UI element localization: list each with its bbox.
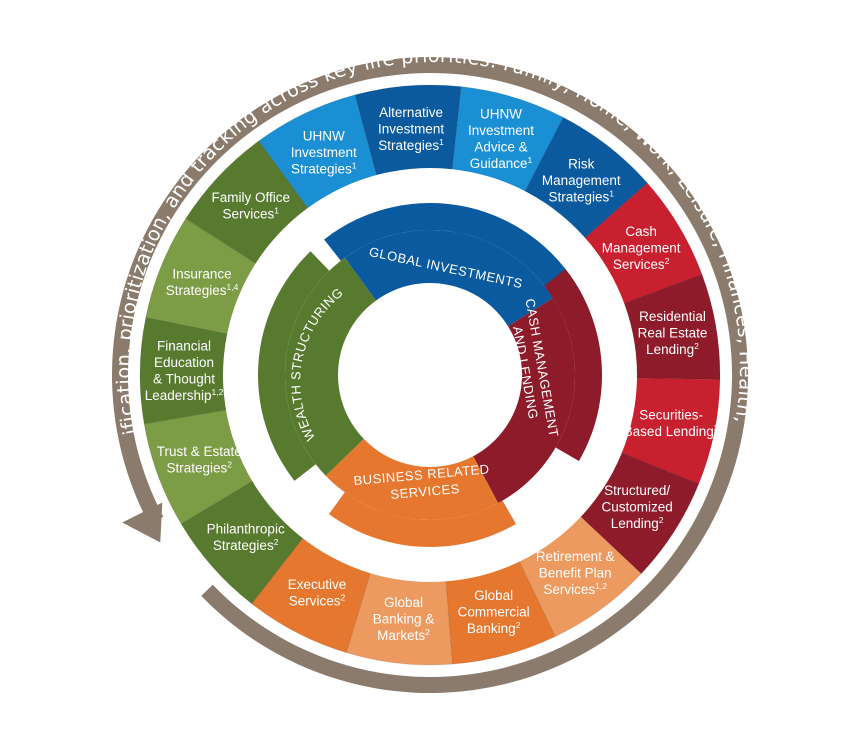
segment-label-line: Financial [157, 338, 211, 353]
center-circle [342, 287, 518, 463]
inner-tab-global-investments [324, 203, 585, 312]
segment-label-line: Insurance [172, 266, 231, 281]
segment-footnote: 3 [714, 423, 719, 433]
segment-label-line: Management [542, 173, 621, 188]
segment-footnote: 2 [694, 341, 699, 351]
segment-label-line: Risk [568, 156, 594, 171]
segment-label-line: Real Estate [638, 326, 708, 341]
outer-arc-arrowhead [122, 502, 163, 543]
segment-footnote: 1 [609, 188, 614, 198]
segment-label-line: Based Lending [624, 424, 714, 439]
segment-label-line: Services [543, 582, 595, 597]
segment-label-line: Strategies [166, 283, 227, 298]
segment-label-line: Leadership [145, 388, 212, 403]
segment-label-line: Strategies [213, 538, 274, 553]
segment-label-line: Executive [288, 577, 347, 592]
segment-label-line: Advice & [474, 140, 527, 155]
segment-label-line: Banking & [373, 612, 435, 627]
inner-wedge-global-investments[interactable] [344, 230, 553, 327]
segment-label-line: Markets [377, 628, 425, 643]
segment-label-line: Customized [601, 500, 672, 515]
inner-tab-business-related [328, 492, 516, 547]
segment-label-line: Strategies [548, 189, 609, 204]
outer-arc [112, 57, 749, 694]
segment-footnote: 2 [274, 537, 279, 547]
segment-footnote: 2 [227, 460, 232, 470]
segment-label-line: Services [223, 207, 275, 222]
segment-footnote: 1 [274, 206, 279, 216]
segment-footnote: 2 [665, 256, 670, 266]
segment-label-line: Strategies [167, 461, 228, 476]
segment-footnote: 2 [516, 620, 521, 630]
inner-wedge-cash-management[interactable] [473, 298, 575, 504]
inner-tab-cash-management [544, 269, 602, 461]
segment-footnote: 2 [425, 627, 430, 637]
segment-label-line: Lending [611, 516, 659, 531]
segment-label-line: Trust & Estate [157, 444, 242, 459]
segment-label-line: Guidance [470, 156, 528, 171]
inner-wedge-wealth-structuring[interactable] [285, 257, 376, 476]
segment-footnote: 1 [527, 155, 532, 165]
segment-label-line: Strategies [291, 162, 352, 177]
segment-label-line: Global [474, 588, 513, 603]
segment-label-line: Benefit Plan [539, 566, 612, 581]
segment-label-line: UHNW [480, 107, 522, 122]
inner-ring-border [237, 182, 623, 568]
inner-label-business-line2: SERVICES [390, 481, 461, 502]
segment-label-line: Services [613, 257, 665, 272]
inner-ring [237, 182, 623, 568]
segment-label-line: Philanthropic [207, 522, 285, 537]
inner-tab-wealth-structuring [258, 251, 330, 481]
segment-label-line: Family Office [212, 190, 291, 205]
service-segment-label: Securities-Based Lending3 [624, 408, 719, 440]
segment-label-line: Securities- [639, 408, 703, 423]
segment-footnote: 1 [352, 161, 357, 171]
segment-label-line: Education [154, 355, 214, 370]
segment-footnote: 1,2 [212, 387, 224, 397]
segment-label-line: Cash [625, 224, 657, 239]
segment-label-line: Banking [467, 621, 516, 636]
segment-label-line: Lending [646, 342, 694, 357]
segment-label-line: Global [384, 595, 423, 610]
segment-label-line: UHNW [303, 129, 345, 144]
segment-label-line: Investment [468, 123, 534, 138]
segment-footnote: 2 [659, 515, 664, 525]
segment-label-line: Services [289, 594, 341, 609]
segment-label-line: & Thought [153, 371, 215, 386]
segment-label-line: Structured/ [604, 483, 670, 498]
segment-footnote: 1 [439, 137, 444, 147]
segment-label-line: Investment [291, 145, 357, 160]
segment-label-line: Management [602, 241, 681, 256]
inner-wedge-business-related[interactable] [325, 438, 499, 520]
segment-label-line: Alternative [379, 105, 443, 120]
segment-label-line: Strategies [378, 138, 439, 153]
segment-label-line: Investment [378, 122, 444, 137]
segment-label-line: Retirement & [536, 549, 615, 564]
segment-label-line: Residential [639, 309, 706, 324]
segment-footnote: 2 [340, 593, 345, 603]
segment-label-line: Commercial [458, 605, 530, 620]
inner-wedge-group [258, 203, 602, 547]
segment-footnote: 1,2 [595, 581, 607, 591]
segment-footnote: 1,4 [226, 282, 238, 292]
